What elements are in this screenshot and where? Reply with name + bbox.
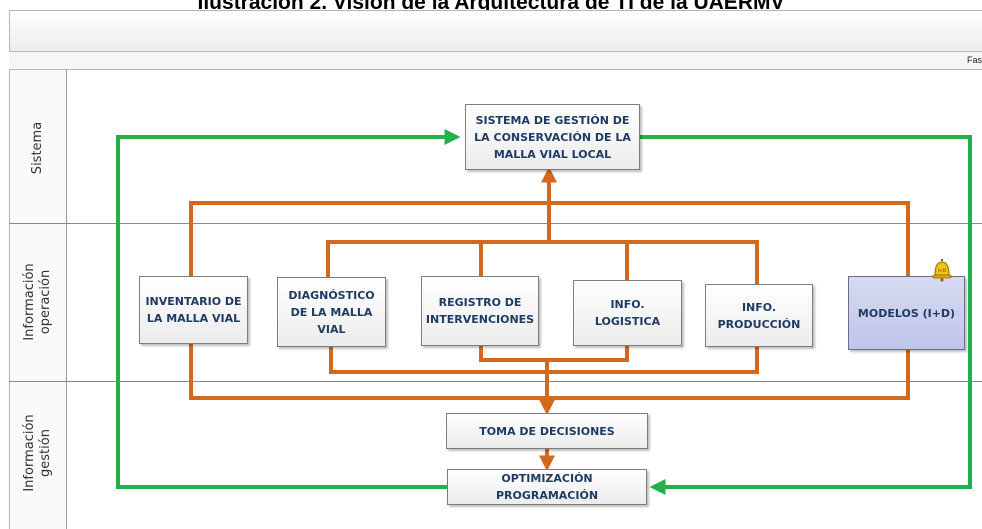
- box-toma-decisiones: TOMA DE DECISIONES: [446, 413, 648, 449]
- inner-top-bus: [326, 240, 759, 284]
- box-registro: REGISTRO DE INTERVENCIONES: [421, 276, 539, 346]
- box-produccion: INFO. PRODUCCIÓN: [705, 284, 813, 347]
- outer-bottom-bus: [189, 344, 910, 400]
- box-modelos: MODELOS (I+D): [848, 276, 965, 350]
- orange-flows: [189, 166, 910, 472]
- lane-separator-1: [9, 223, 982, 224]
- box-inventario: INVENTARIO DE LA MALLA VIAL: [139, 276, 248, 344]
- green-feedback-loop: [116, 129, 972, 495]
- registro-logistica-bottom: [479, 346, 629, 362]
- box-optimizacion: OPTIMIZACIÓN PROGRAMACIÓN: [447, 469, 647, 505]
- phase-label: Fas: [966, 55, 982, 65]
- bell-icon: I+D: [932, 259, 952, 282]
- phase-band: Fas: [9, 52, 982, 70]
- inner-bottom-bus: [329, 347, 759, 374]
- diagram-header-band: [9, 10, 982, 52]
- lane-separator-2: [9, 381, 982, 382]
- box-logistica: INFO. LOGISTICA: [573, 280, 682, 346]
- lane-label-column: [9, 70, 67, 529]
- box-diagnostico: DIAGNÓSTICO DE LA MALLA VIAL: [277, 277, 386, 347]
- green-line-left: [116, 129, 461, 489]
- bell-badge-text: I+D: [938, 268, 947, 274]
- box-sistema-gestion: SISTEMA DE GESTIÓN DE LA CONSERVACIÓN DE…: [465, 104, 640, 170]
- green-line-right: [639, 135, 972, 495]
